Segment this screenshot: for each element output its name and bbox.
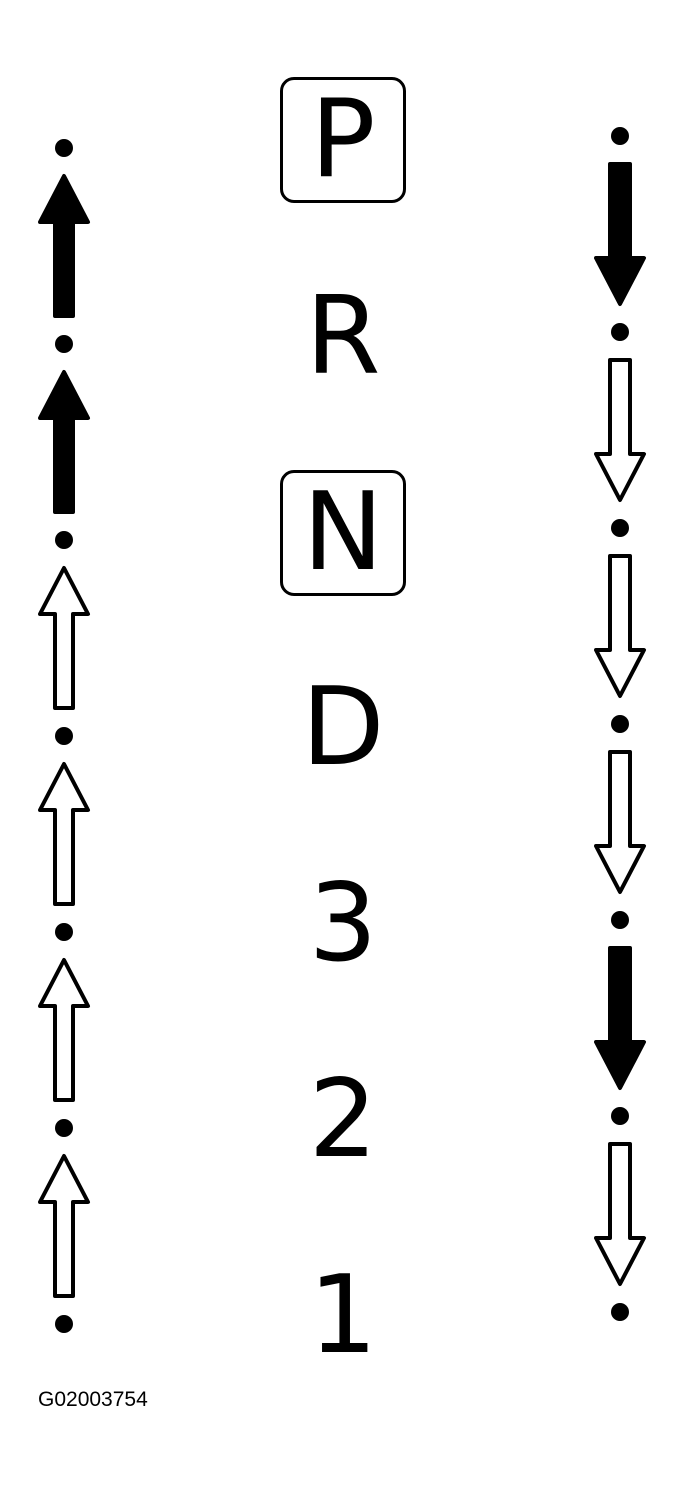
right-down-arrow-icon xyxy=(594,1142,646,1286)
right-down-arrow-icon xyxy=(594,750,646,894)
gear-r: R xyxy=(305,274,381,399)
right-dot xyxy=(611,1107,629,1125)
gear-n: N xyxy=(302,470,384,595)
figure-code: G02003754 xyxy=(38,1388,148,1411)
right-dot xyxy=(611,1303,629,1321)
left-dot xyxy=(55,727,73,745)
left-up-arrow-icon xyxy=(38,370,90,514)
left-up-arrow-icon xyxy=(38,958,90,1102)
left-up-arrow-icon xyxy=(38,174,90,318)
left-dot xyxy=(55,1315,73,1333)
right-down-arrow-icon xyxy=(594,554,646,698)
neutral-box xyxy=(280,470,406,596)
gear-1: 1 xyxy=(308,1253,378,1378)
right-dot xyxy=(611,127,629,145)
gear-3: 3 xyxy=(308,861,378,986)
left-dot xyxy=(55,335,73,353)
right-dot xyxy=(611,715,629,733)
left-dot xyxy=(55,531,73,549)
right-down-arrow-icon xyxy=(594,946,646,1090)
right-dot xyxy=(611,519,629,537)
gear-d: D xyxy=(301,665,385,790)
right-dot xyxy=(611,911,629,929)
park-box xyxy=(280,77,406,203)
left-up-arrow-icon xyxy=(38,762,90,906)
right-dot xyxy=(611,323,629,341)
left-dot xyxy=(55,1119,73,1137)
gear-p: P xyxy=(310,77,376,202)
left-up-arrow-icon xyxy=(38,1154,90,1298)
left-up-arrow-icon xyxy=(38,566,90,710)
left-dot xyxy=(55,923,73,941)
right-down-arrow-icon xyxy=(594,162,646,306)
gear-2: 2 xyxy=(308,1057,378,1182)
left-dot xyxy=(55,139,73,157)
right-down-arrow-icon xyxy=(594,358,646,502)
